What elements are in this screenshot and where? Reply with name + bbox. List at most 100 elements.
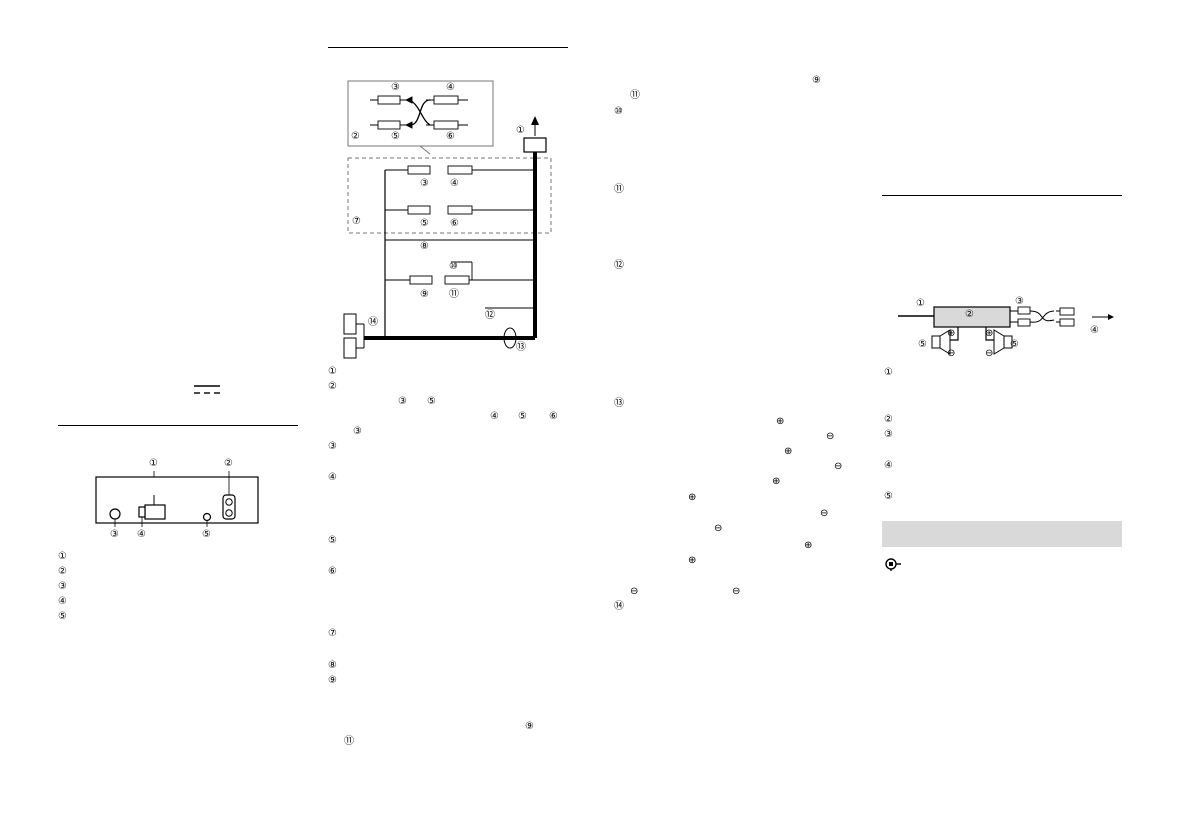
wire-legend-5: ⑤ (328, 535, 337, 546)
antenna-jack (109, 508, 121, 520)
amp-sign-minus-right: ⊖ (985, 348, 994, 359)
wire-callout-5a: ⑤ (391, 131, 400, 142)
wired-remote-input (202, 512, 212, 522)
wire-callout-9: ⑨ (420, 289, 429, 300)
wire-legend-9-ref11: ⑪ (344, 736, 354, 747)
col3-item14: ⑭ (614, 601, 624, 612)
speaker-left (931, 335, 941, 349)
left-plug-lower (343, 337, 357, 359)
wire-legend-6: ⑥ (328, 566, 337, 577)
sign-plus-4: ⊕ (688, 492, 697, 503)
ground-loop (503, 327, 517, 349)
wire-callout-4b: ④ (450, 178, 459, 189)
col3-ref9: ⑨ (812, 75, 821, 86)
left-plug-upper (343, 313, 357, 335)
amp-legend-4: ④ (884, 460, 893, 471)
wire-callout-8: ⑧ (420, 241, 429, 252)
amplifier-diagram (898, 306, 1114, 355)
amp-legend-5: ⑤ (884, 491, 893, 502)
inset-connectors (370, 95, 468, 130)
amp-sign-plus-right: ⊕ (985, 328, 994, 339)
col3-ref11: ⑪ (630, 90, 640, 101)
section-rule-2 (328, 47, 568, 48)
wiring-diagram (343, 80, 552, 359)
wire-callout-7: ⑦ (352, 216, 361, 227)
amp-callout-2: ② (965, 309, 974, 320)
wire-callout-10: ⑩ (449, 261, 458, 272)
wire-callout-13: ⑬ (516, 342, 526, 353)
rca-group-box (347, 157, 552, 234)
amp-callout-5-left: ⑤ (918, 339, 927, 350)
sign-minus-3: ⊖ (820, 508, 829, 519)
dc-symbol (192, 383, 222, 397)
section-banner (882, 521, 1122, 547)
harness-plug (523, 137, 547, 153)
amp-legend-3: ③ (884, 429, 893, 440)
wire-legend-2: ② (328, 381, 337, 392)
wire-callout-1: ① (516, 125, 525, 136)
col3-item11: ⑪ (614, 184, 624, 195)
wire-legend-2-ref5: ⑤ (427, 396, 436, 407)
panel-legend-1: ① (58, 551, 67, 562)
wire-callout-4a: ④ (446, 82, 455, 93)
amp-callout-5-right: ⑤ (1010, 339, 1019, 350)
panel-legend-5: ⑤ (58, 611, 67, 622)
sign-plus-1: ⊕ (776, 416, 785, 427)
amp-callout-4: ④ (1090, 325, 1099, 336)
sign-plus-5: ⊕ (804, 540, 813, 551)
wire-legend-2-ref3: ③ (398, 396, 407, 407)
sign-plus-2: ⊕ (784, 446, 793, 457)
sign-plus-3: ⊕ (772, 476, 781, 487)
wire-legend-9-ref9: ⑨ (525, 721, 534, 732)
sign-minus-2: ⊖ (834, 461, 843, 472)
wire-legend-2-ref6: ⑥ (549, 411, 558, 422)
amp-callout-3: ③ (1015, 296, 1024, 307)
wire-legend-2-ref5b: ⑤ (518, 411, 527, 422)
connector-rows (385, 165, 535, 309)
wire-legend-2-ref3b: ③ (353, 426, 362, 437)
wire-legend-1: ① (328, 366, 337, 377)
panel-legend-2: ② (58, 566, 67, 577)
wire-callout-2: ② (351, 131, 360, 142)
col3-item13: ⑬ (614, 398, 624, 409)
sign-plus-6: ⊕ (688, 555, 697, 566)
sign-minus-4: ⊖ (714, 523, 723, 534)
amp-callout-1: ① (916, 298, 925, 309)
power-cord-input (144, 504, 166, 520)
panel-callout-2: ② (224, 458, 233, 469)
tool-icon (885, 558, 901, 571)
sign-minus-1: ⊖ (826, 431, 835, 442)
wire-legend-7: ⑦ (328, 628, 337, 639)
amp-sign-minus-left: ⊖ (947, 348, 956, 359)
sign-minus-5: ⊖ (630, 586, 639, 597)
wire-callout-6b: ⑥ (450, 218, 459, 229)
wire-legend-9: ⑨ (328, 675, 337, 686)
amp-legend-1: ① (884, 367, 893, 378)
wire-legend-2-ref4: ④ (490, 411, 499, 422)
dc-symbol-glyph (194, 385, 220, 394)
wire-legend-3: ③ (328, 441, 337, 452)
wire-legend-8: ⑧ (328, 660, 337, 671)
amplifier-box (933, 306, 1011, 328)
wire-callout-3a: ③ (391, 82, 400, 93)
wire-callout-6a: ⑥ (446, 131, 455, 142)
wire-callout-12: ⑫ (485, 310, 495, 321)
col3-item12: ⑫ (614, 260, 624, 271)
wire-callout-5b: ⑤ (420, 218, 429, 229)
wire-callout-14: ⑭ (368, 317, 378, 328)
panel-legend-4: ④ (58, 596, 67, 607)
wire-callout-3b: ③ (420, 178, 429, 189)
wire-legend-4: ④ (328, 472, 337, 483)
panel-callout-1: ① (149, 458, 158, 469)
section-rule-1 (58, 425, 298, 426)
amp-legend-2: ② (884, 414, 893, 425)
section-rule-3 (882, 195, 1122, 196)
panel-callout-4: ④ (137, 529, 146, 540)
panel-callout-3: ③ (110, 529, 119, 540)
wire-callout-11: ⑪ (449, 289, 459, 300)
panel-callout-5: ⑤ (202, 529, 211, 540)
panel-legend-3: ③ (58, 581, 67, 592)
sign-minus-6: ⊖ (732, 586, 741, 597)
amp-sign-plus-left: ⊕ (947, 328, 956, 339)
col3-item10: ⑩ (614, 106, 623, 117)
